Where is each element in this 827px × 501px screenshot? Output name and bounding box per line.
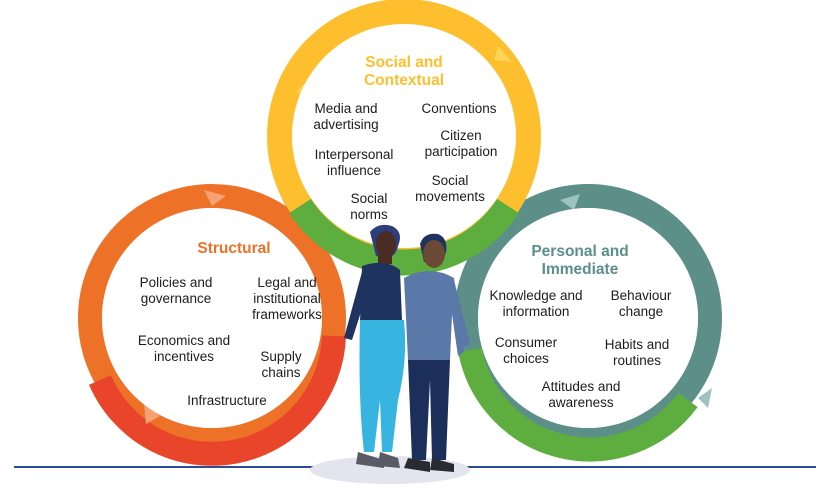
- social-item-conventions: Conventions: [421, 101, 496, 116]
- structural-ring: [78, 184, 346, 466]
- personal-ring: [454, 184, 722, 462]
- woman-figure: [344, 224, 406, 468]
- people-illustration: [344, 224, 470, 472]
- man-figure: [404, 233, 470, 472]
- social-ring: [267, 0, 541, 276]
- structural-title: Structural: [197, 240, 270, 257]
- structural-item-infrastructure: Infrastructure: [187, 393, 267, 408]
